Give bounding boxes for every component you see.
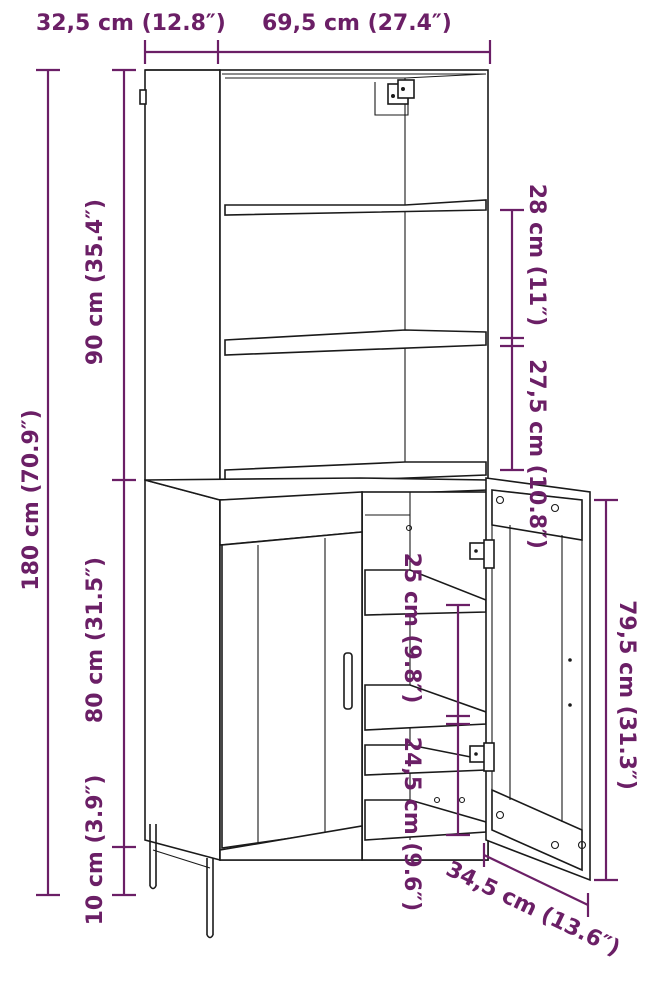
label-leg-height: 10 cm (3.9″) [83,775,108,926]
label-inner-gap-upper: 25 cm (9.8″) [399,553,424,704]
label-door-width: 34,5 cm (13.6″) [442,857,624,962]
dimension-lines [36,40,618,917]
cabinet-drawing [139,69,591,939]
lower-cabinet [144,477,591,882]
label-shelf-gap-top: 28 cm (11″) [524,184,549,326]
label-lower-height: 80 cm (31.5″) [83,557,108,723]
label-total-height: 180 cm (70.9″) [19,409,44,590]
right-door-open [469,477,591,882]
shelf-2 [224,329,487,356]
legs [149,824,214,939]
label-width-top: 69,5 cm (27.4″) [262,11,452,36]
label-upper-height: 90 cm (35.4″) [83,199,108,365]
shelf-1 [224,199,487,216]
wall-bracket [374,79,415,116]
label-depth-top: 32,5 cm (12.8″) [36,11,226,36]
label-door-height: 79,5 cm (31.3″) [614,600,639,790]
upper-hutch [139,69,489,502]
hinge-upper [469,539,495,569]
left-door [219,491,363,861]
label-shelf-gap-middle: 27,5 cm (10.8″) [524,359,549,549]
door-handle [343,652,353,710]
label-inner-gap-lower: 24,5 cm (9.6″) [399,737,424,911]
hinge-lower [469,742,495,772]
